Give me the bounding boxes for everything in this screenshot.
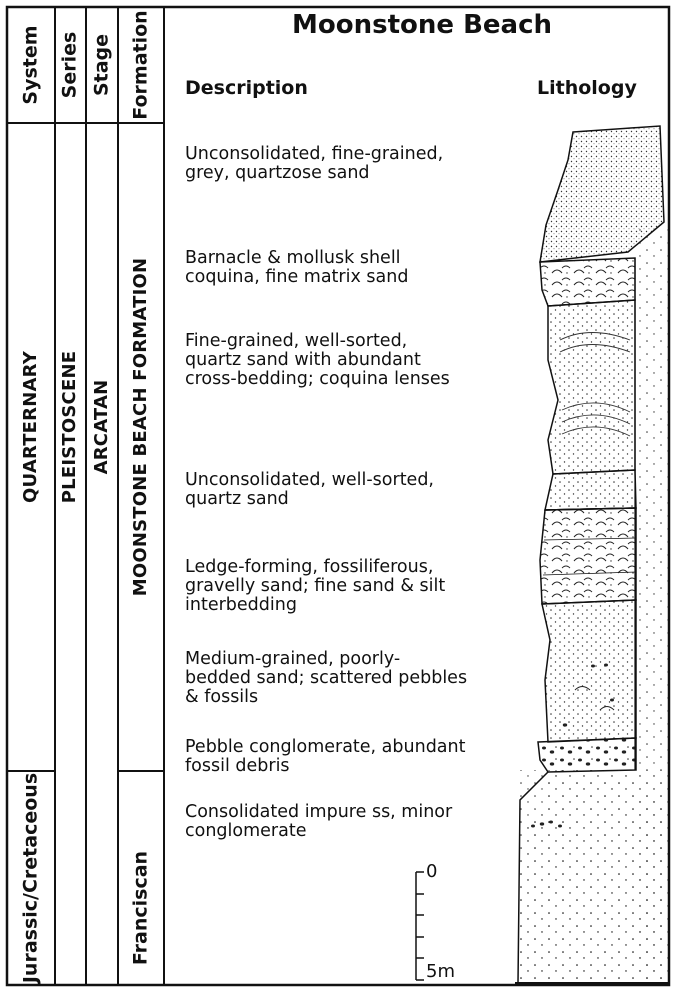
litho-unit-ledge-gravelly-sand — [540, 508, 636, 604]
unit-description: Pebble conglomerate, abundant fossil deb… — [185, 738, 525, 776]
litho-unit-crossbedded-sand — [548, 300, 635, 474]
unit-description: Consolidated impure ss, minor conglomera… — [185, 803, 525, 841]
description-header: Description — [185, 79, 308, 98]
unit-description: Unconsolidated, fine-grained, grey, quar… — [185, 145, 525, 183]
page-title: Moonstone Beach — [168, 12, 676, 38]
scale-bar — [416, 872, 424, 980]
unit-description: Medium-grained, poorly- bedded sand; sca… — [185, 650, 525, 707]
series-pleistocene-label: PLEISTOSCENE — [61, 351, 79, 503]
unit-description: Unconsolidated, well-sorted, quartz sand — [185, 471, 525, 509]
formation-header: Formation — [132, 10, 151, 119]
formation-moonstone-beach-label: MOONSTONE BEACH FORMATION — [132, 258, 150, 596]
scale-bottom-label: 5m — [426, 963, 455, 981]
system-jurassic-cretaceous-label: Jurassic/Cretaceous — [22, 773, 41, 983]
litho-unit-pebble-conglomerate — [538, 738, 636, 772]
unit-description: Ledge-forming, fossiliferous, gravelly s… — [185, 558, 525, 615]
stage-header: Stage — [93, 34, 112, 96]
scale-top-label: 0 — [426, 863, 437, 881]
unit-description: Fine-grained, well-sorted, quartz sand w… — [185, 332, 525, 389]
formation-franciscan-label: Franciscan — [132, 851, 151, 965]
lithology-header: Lithology — [537, 79, 637, 98]
litho-unit-coquina — [540, 258, 635, 306]
stage-arcatan-label: ARCATAN — [93, 380, 111, 475]
system-header: System — [22, 25, 41, 104]
series-header: Series — [61, 32, 80, 99]
unit-description: Barnacle & mollusk shell coquina, fine m… — [185, 249, 525, 287]
system-quaternary-label: QUARTERNARY — [22, 351, 40, 503]
litho-unit-medium-sand — [542, 600, 636, 742]
